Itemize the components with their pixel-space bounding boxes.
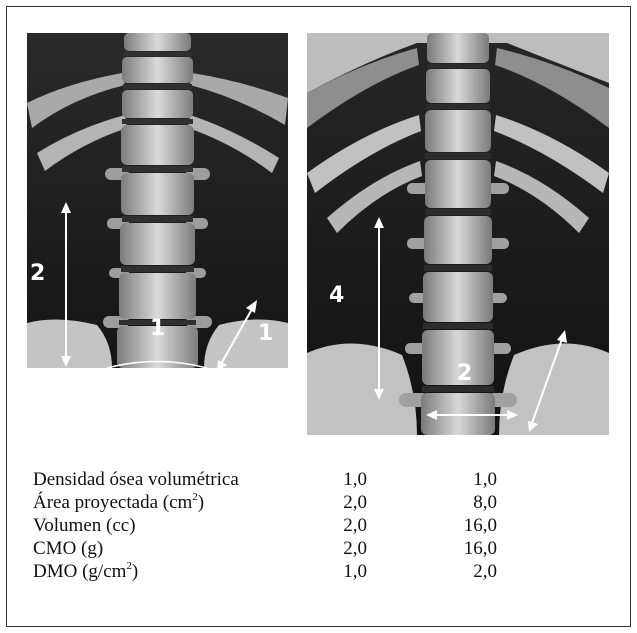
row-value-large: 16,0 [451, 538, 497, 560]
row-label: Volumen (cc) [33, 515, 323, 537]
row-label: CMO (g) [33, 538, 323, 560]
spine-xray-large: 4 2 [307, 33, 609, 435]
diagonal-label-small: 1 [258, 323, 273, 345]
row-label: Área proyectada (cm2) [33, 492, 323, 514]
spine-xray-small: 2 1 1 [27, 33, 288, 368]
row-value-small: 2,0 [327, 492, 367, 514]
row-label: DMO (g/cm2) [33, 561, 323, 583]
row-value-large: 2,0 [451, 561, 497, 583]
row-value-small: 2,0 [327, 515, 367, 537]
vertebra-label-small: 1 [150, 318, 165, 340]
height-label-small: 2 [30, 263, 45, 285]
row-label: Densidad ósea volumétrica [33, 469, 323, 491]
row-value-small: 2,0 [327, 538, 367, 560]
vertebra-label-large: 2 [457, 363, 472, 385]
row-value-large: 8,0 [451, 492, 497, 514]
row-value-large: 1,0 [451, 469, 497, 491]
height-label-large: 4 [329, 285, 344, 307]
row-value-small: 1,0 [327, 469, 367, 491]
row-value-large: 16,0 [451, 515, 497, 537]
row-value-small: 1,0 [327, 561, 367, 583]
